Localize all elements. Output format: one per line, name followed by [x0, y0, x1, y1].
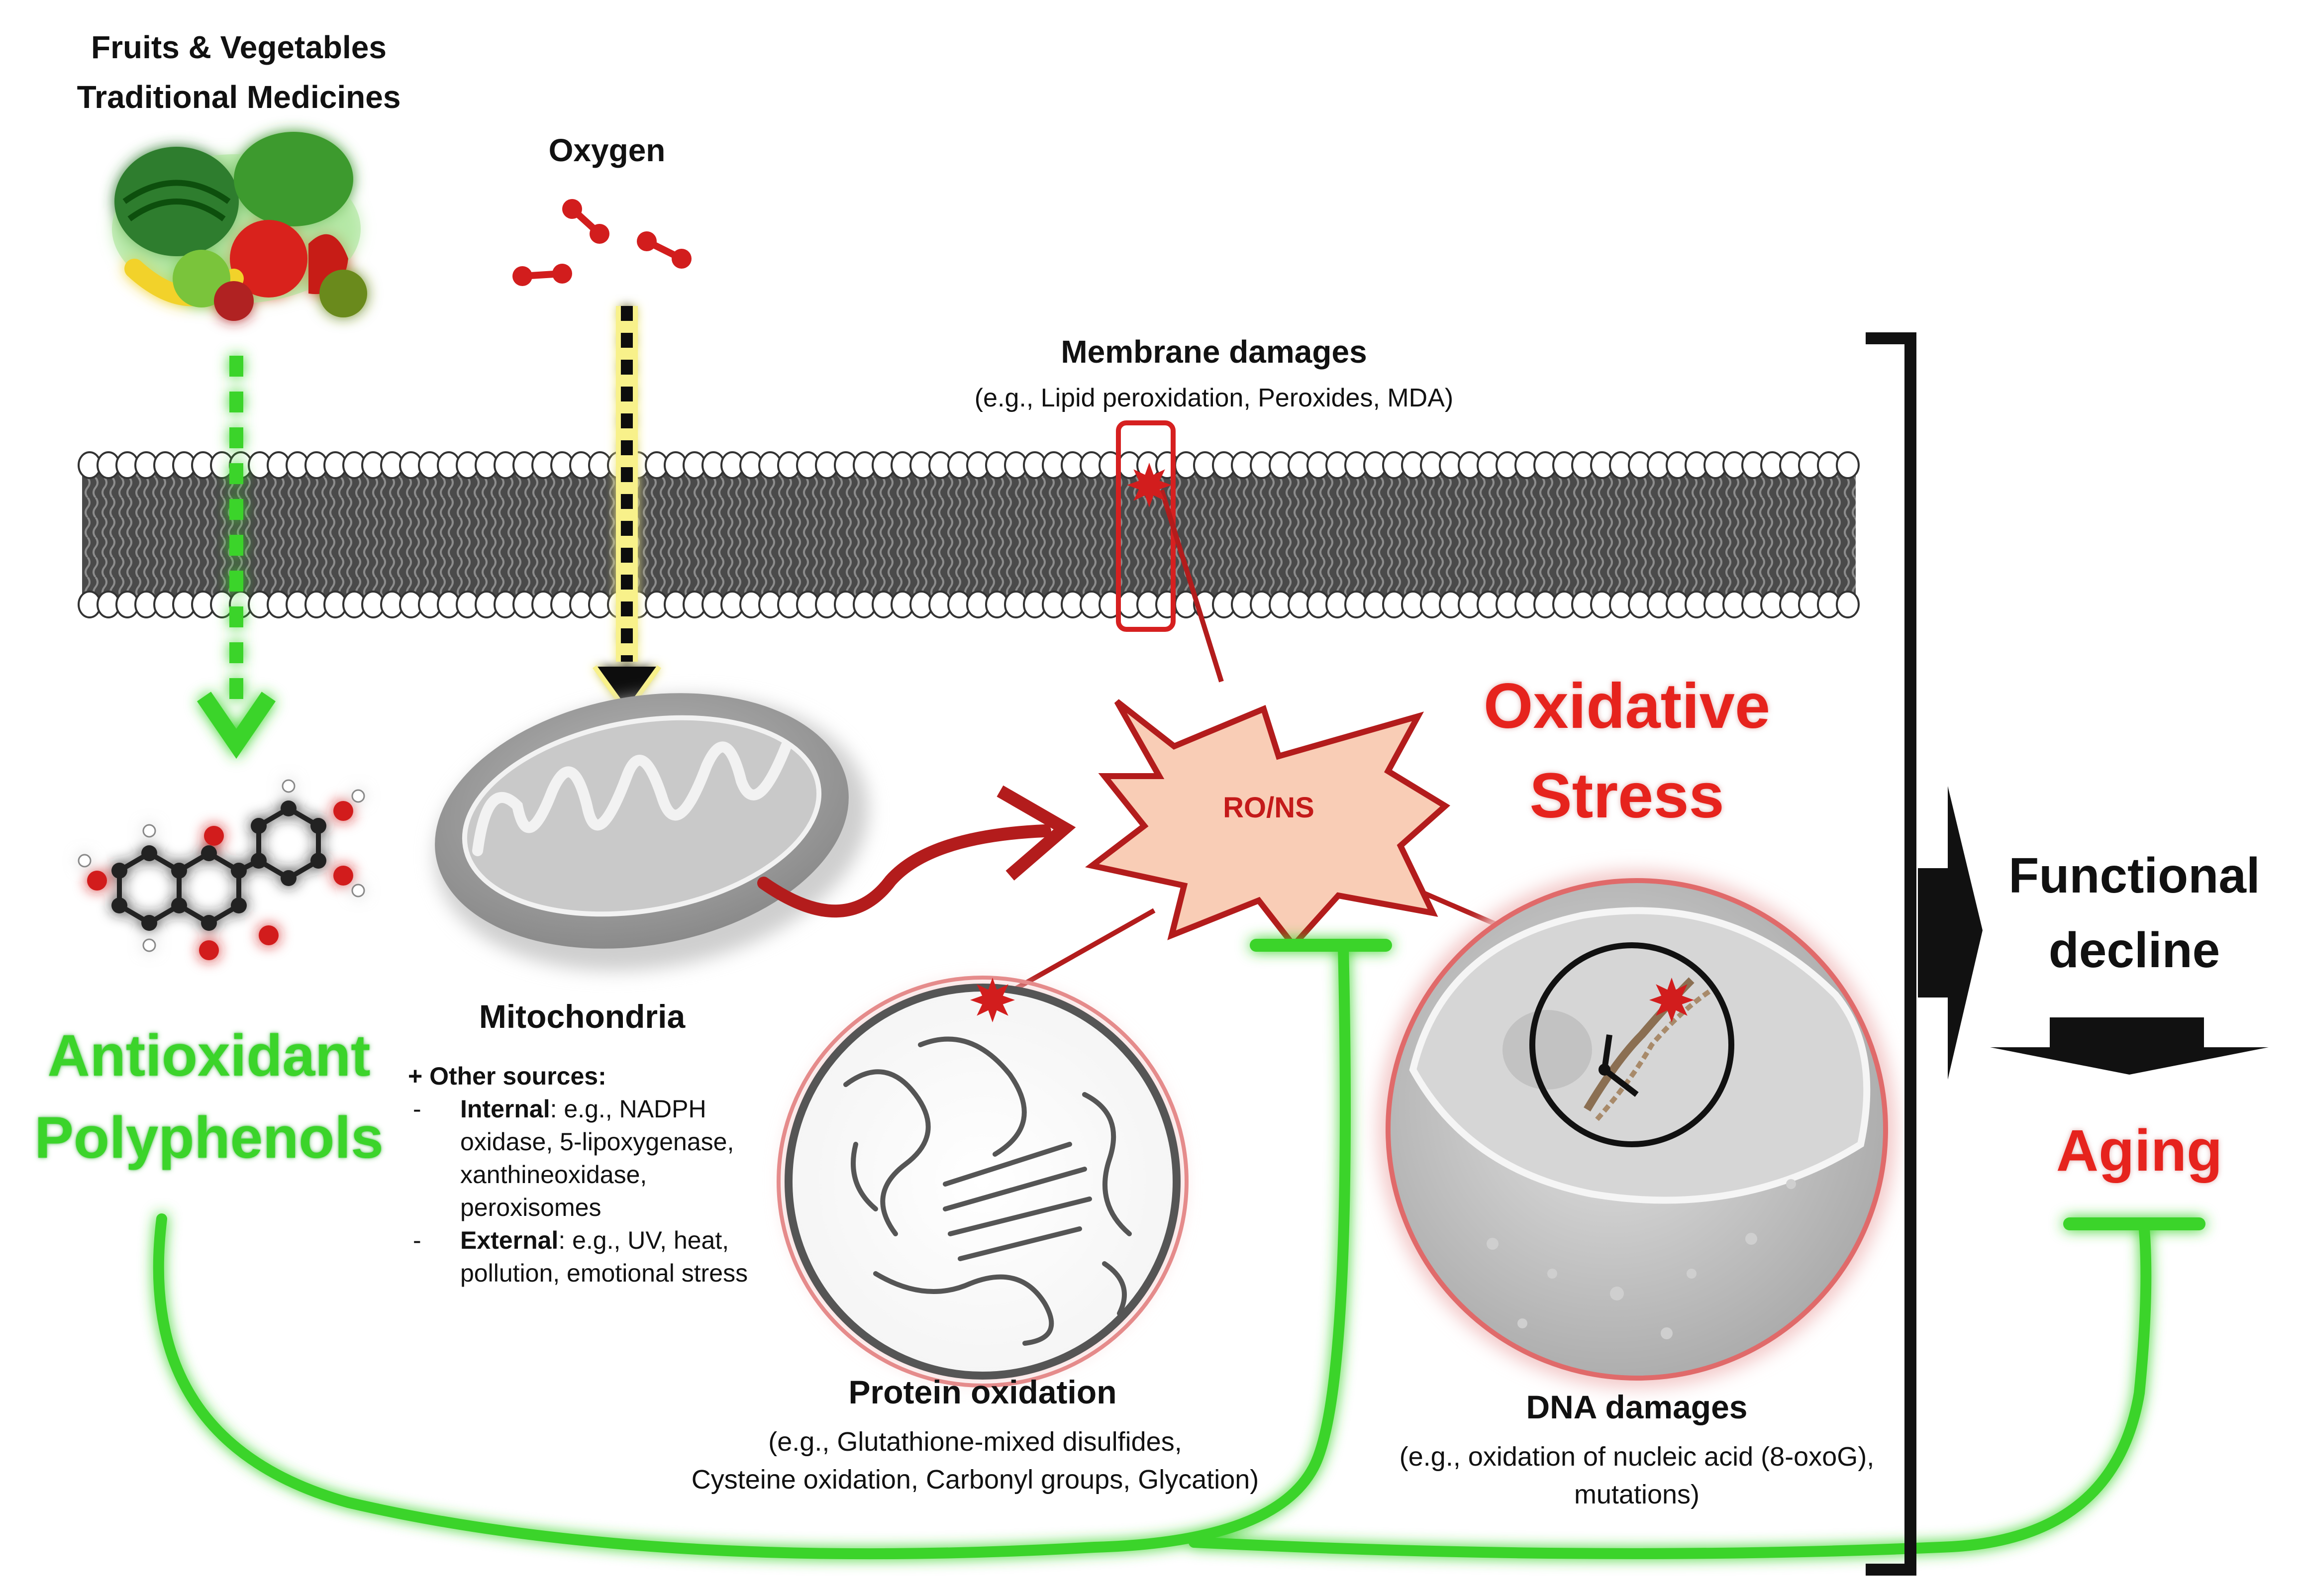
damage-stars [970, 463, 1694, 1022]
decline-to-aging-arrow [1990, 1017, 2269, 1075]
polyphenol-to-aging-inhibition-line [1189, 1223, 2152, 1559]
food-title-line-2: Traditional Medicines [77, 79, 401, 115]
protein-oxidation-title: Protein oxidation [848, 1374, 1117, 1410]
mitochondria-to-ros-arrow [757, 785, 1076, 918]
ros-to-protein-line [999, 908, 1156, 1000]
mitochondrion-illustration [435, 693, 869, 971]
membrane-title: Membrane damages [1061, 334, 1367, 370]
damage-star-icon [1649, 978, 1694, 1022]
external-sources: -External: e.g., UV, heat, [413, 1226, 729, 1254]
antioxidant-polyphenols-title: Antioxidant Polyphenols [34, 1015, 384, 1179]
damage-star-icon [970, 978, 1015, 1022]
food-title-line-1: Fruits & Vegetables [91, 29, 387, 65]
other-sources-heading: + Other sources: [408, 1062, 606, 1090]
damage-bracket [1866, 332, 1916, 1576]
membrane-heads-top [78, 451, 1860, 479]
oxygen-molecule-icon [512, 264, 572, 286]
oxygen-molecule-icon [637, 231, 692, 269]
oxidative-stress-title: Oxidative Stress [1484, 662, 1770, 841]
kiwi-icon [319, 270, 367, 317]
dna-damages-examples: (e.g., oxidation of nucleic acid (8-oxoG… [1399, 1442, 1875, 1509]
polyphenol-molecule-icon [78, 779, 365, 960]
membrane-lipid-tails [82, 465, 1856, 604]
oxygen-molecules [512, 199, 692, 286]
ros-label: RO/NS [1223, 792, 1314, 824]
aging-label: Aging [2056, 1118, 2223, 1184]
fruits-vegetables-illustration [112, 132, 367, 321]
food-title: Fruits & Vegetables Traditional Medicine… [77, 22, 401, 122]
oxygen-molecule-icon [562, 199, 609, 244]
mitochondria-label: Mitochondria [479, 998, 686, 1035]
tomato-icon [230, 220, 307, 298]
lipid-head [1836, 591, 1860, 618]
oxidative-stress-line-1: Oxidative [1483, 671, 1771, 742]
ros-burst-icon [1085, 699, 1451, 950]
internal-sources: -Internal: e.g., NADPH [413, 1095, 706, 1123]
damage-star-icon [1127, 463, 1172, 507]
lipid-head [1836, 451, 1860, 479]
nucleus-illustration [1378, 871, 1896, 1388]
membrane-heads-bottom [78, 591, 1860, 618]
protein-illustration [777, 976, 1189, 1388]
polyphenol-entry-arrow [197, 356, 276, 759]
ros-to-membrane-line [1159, 489, 1224, 683]
membrane-examples: (e.g., Lipid peroxidation, Peroxides, MD… [974, 384, 1454, 412]
polyphenol-to-ros-inhibition-line [153, 940, 1351, 1560]
polyphenols-line-2: Polyphenols [34, 1105, 384, 1171]
polyphenols-line-1: Antioxidant [47, 1023, 371, 1089]
other-sources-list: + Other sources: -Internal: e.g., NADPH … [408, 1060, 748, 1290]
strawberry-icon [214, 281, 254, 321]
dna-damages-title: DNA damages [1526, 1389, 1748, 1425]
functional-decline-label: Functional decline [2008, 848, 2260, 978]
protein-oxidation-examples: (e.g., Glutathione-mixed disulfides, Cys… [691, 1427, 1259, 1495]
cell-membrane [78, 420, 1860, 632]
lettuce-icon [234, 132, 353, 226]
oxygen-label: Oxygen [548, 132, 666, 168]
oxidative-stress-line-2: Stress [1529, 760, 1724, 831]
inhibition-lines [153, 939, 2205, 1560]
to-functional-decline-arrow [1918, 786, 1983, 1080]
